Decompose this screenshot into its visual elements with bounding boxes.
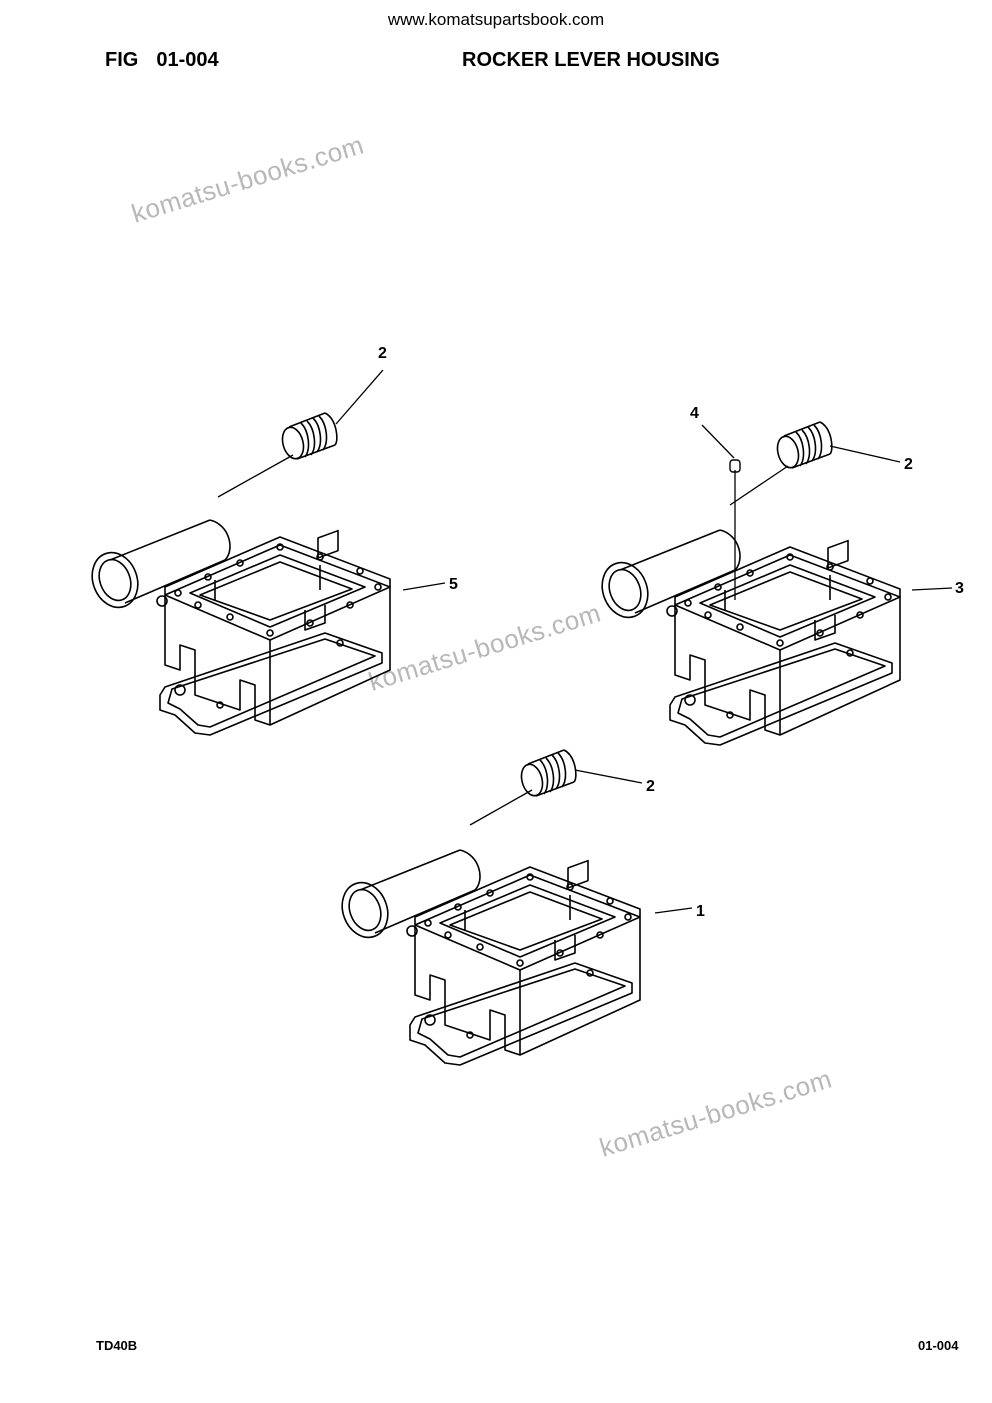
callout-2-a: 2 — [378, 345, 387, 362]
housing-assembly-b: 4 2 3 — [593, 405, 964, 746]
housing-assembly-c: 2 1 — [333, 749, 705, 1066]
figure-label: FIG — [105, 49, 139, 71]
callout-2-c: 2 — [646, 778, 655, 795]
figure-number: FIG 01-004 — [105, 49, 237, 72]
figure-code: 01-004 — [156, 49, 219, 71]
housing-assembly-a: 2 5 — [83, 345, 458, 736]
page-title: ROCKER LEVER HOUSING — [462, 49, 720, 71]
model-code: TD40B — [96, 1338, 138, 1353]
callout-3: 3 — [955, 580, 964, 597]
callout-4: 4 — [690, 405, 699, 422]
page-number: 01-004 — [918, 1338, 959, 1353]
callout-1: 1 — [696, 903, 705, 920]
callout-5: 5 — [449, 576, 458, 593]
callout-2-b: 2 — [904, 456, 913, 473]
site-url: www.komatsupartsbook.com — [387, 10, 605, 29]
